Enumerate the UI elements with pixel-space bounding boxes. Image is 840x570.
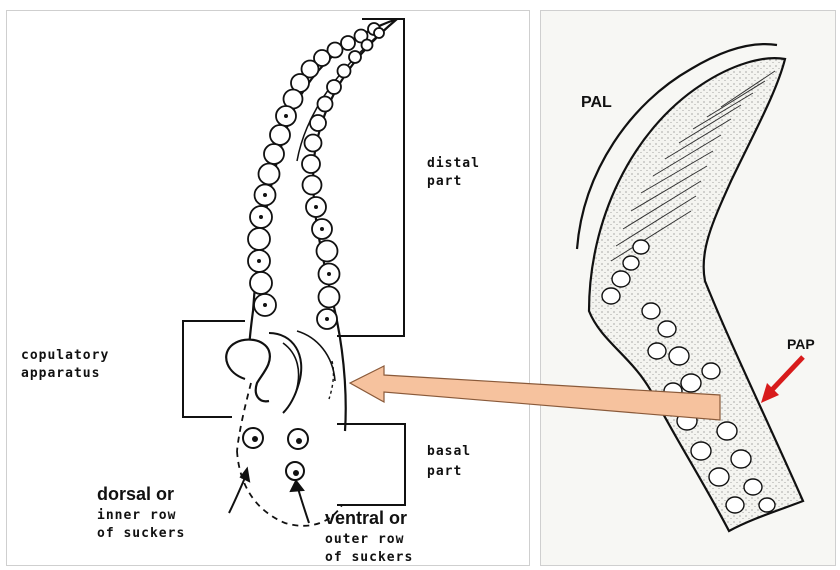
pap-pointer-arrow [541,11,836,566]
arm-illustration [7,11,530,566]
basal-part-label: basal part [427,445,471,478]
left-diagram-panel: distal part copulatory apparatus basal p… [6,10,530,566]
copulatory-apparatus-label: copulatory apparatus [21,349,109,380]
distal-part-label: distal part [427,157,480,188]
copulatory-apparatus-shape [226,340,270,402]
right-specimen-panel: PAL PAP [540,10,836,566]
dorsal-row-pointer [229,469,249,513]
copulatory-fold-3 [297,331,335,381]
ventral-row-label: ventral or outer row of suckers [325,509,413,564]
basal-part-bracket [337,424,405,505]
ventral-row-pointer [291,481,309,523]
dorsal-row-label: dorsal or inner row of suckers [97,485,185,540]
copulatory-fold-2 [283,343,299,395]
